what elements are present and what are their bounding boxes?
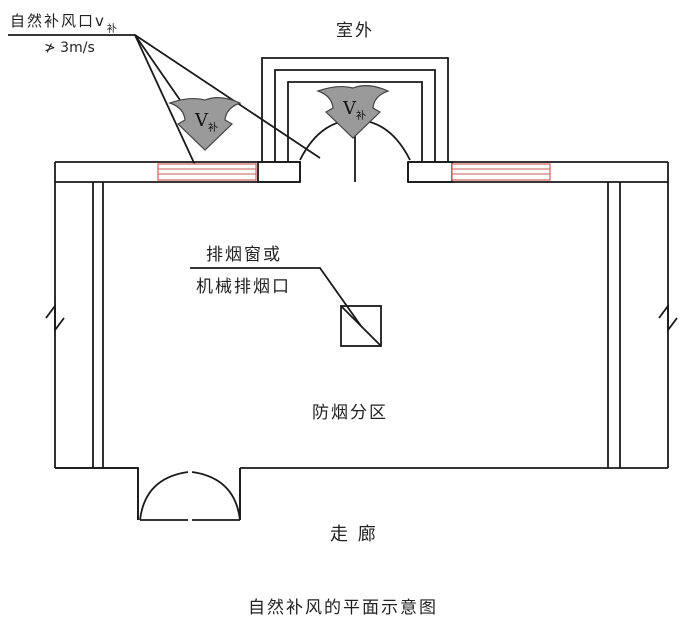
corridor-door-right-arc <box>191 471 241 521</box>
smoke-vent-leader <box>190 267 362 327</box>
velocity-limit-label: ≯ 3m/s <box>44 40 95 56</box>
supply-inlet-label: 自然补风口v补 <box>10 10 117 35</box>
smoke-vent-label-line1: 排烟窗或 <box>206 245 282 265</box>
arrow-sub-left: 补 <box>208 121 218 134</box>
arrow-letter-left: V <box>194 110 209 131</box>
supply-inlet-subscript: 补 <box>106 24 117 35</box>
smoke-vent-label-line2: 机械排烟口 <box>196 277 291 297</box>
left-column <box>92 182 104 468</box>
v-supply-arrow-icon-left: V 补 <box>168 97 242 151</box>
vestibule-mid <box>274 69 436 162</box>
window-left <box>157 163 257 181</box>
break-line-icon-right <box>658 303 678 333</box>
figure-caption: 自然补风的平面示意图 <box>248 598 438 618</box>
vestibule-inner <box>287 81 423 162</box>
right-column <box>607 182 621 468</box>
smoke-vent-icon <box>340 305 382 347</box>
break-line-icon-left <box>45 303 65 333</box>
arrow-letter-top: V <box>342 98 357 119</box>
window-right <box>451 163 551 181</box>
arrow-sub-top: 补 <box>356 109 366 122</box>
outdoor-label: 室外 <box>336 21 374 41</box>
wall-stub-left <box>257 161 301 183</box>
smoke-zone-label: 防烟分区 <box>312 403 388 423</box>
supply-inlet-text: 自然补风口v <box>10 12 106 30</box>
corridor-door-left-arc <box>139 471 189 521</box>
vestibule-outer <box>261 57 449 162</box>
v-supply-arrow-icon-top: V 补 <box>316 85 390 139</box>
bottom-wall-left <box>55 467 139 520</box>
corridor-label: 走 廊 <box>330 524 378 545</box>
wall-stub-right <box>407 161 453 183</box>
supply-inlet-leader-2 <box>134 34 196 166</box>
